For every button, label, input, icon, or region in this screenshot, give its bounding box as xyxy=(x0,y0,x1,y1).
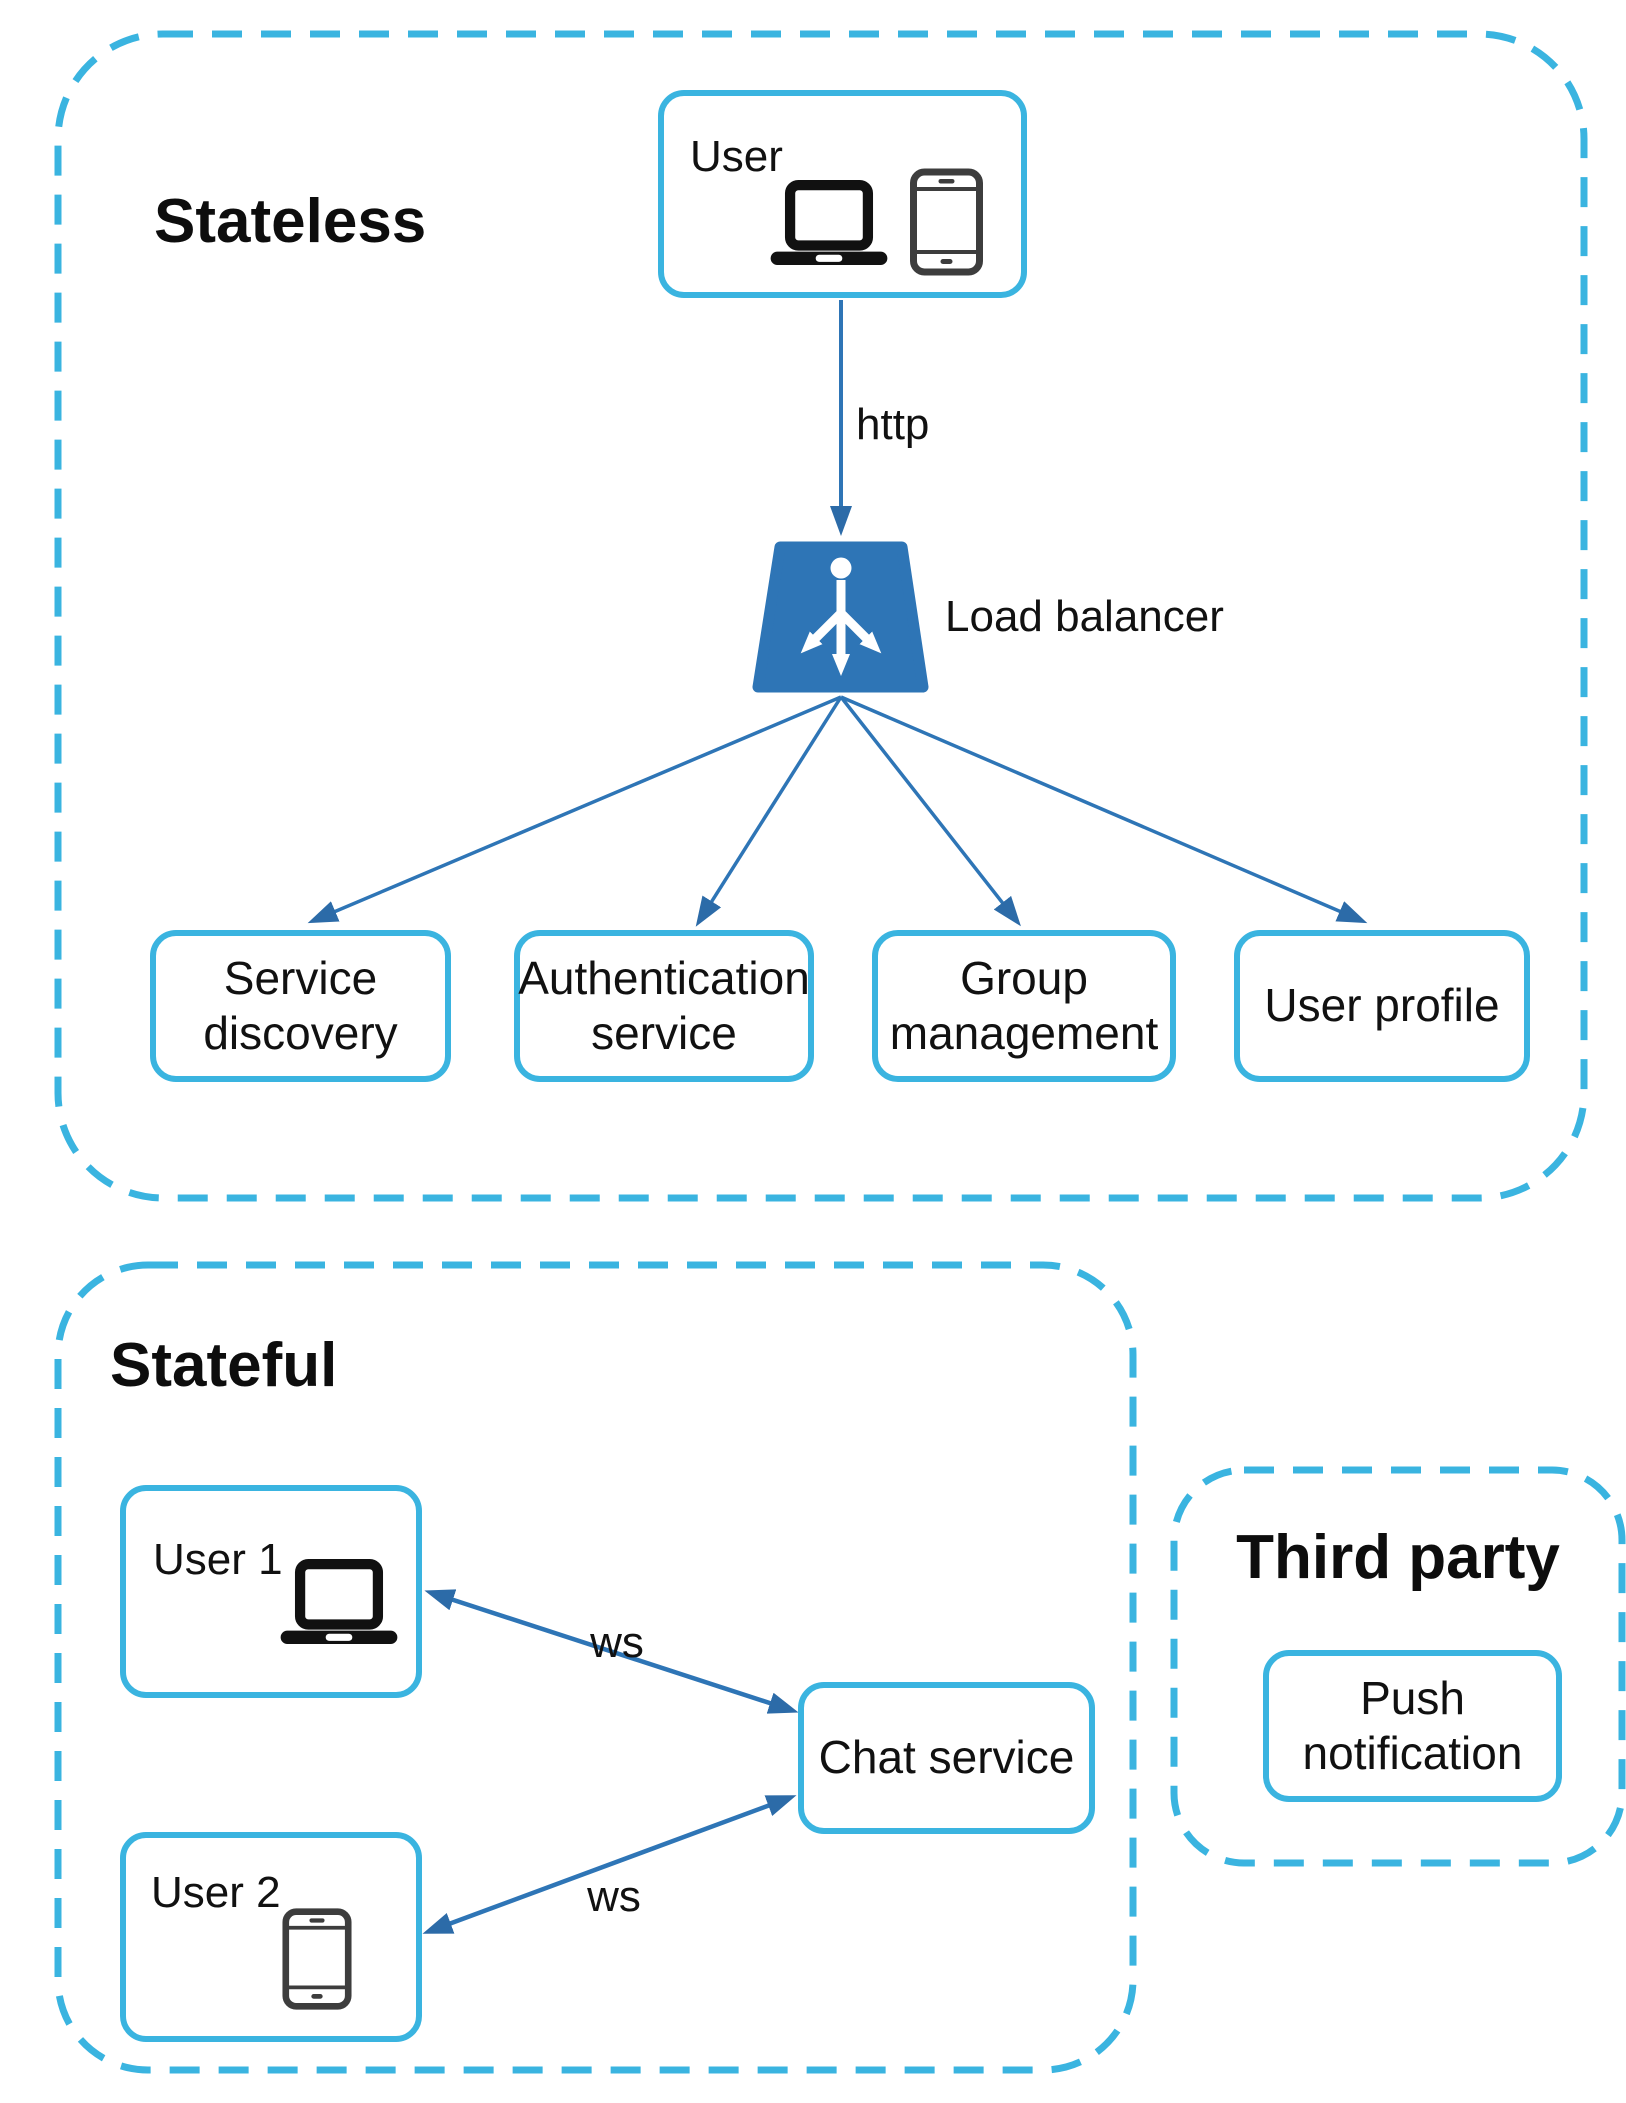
group-management-node: Group management xyxy=(872,930,1176,1082)
http-arrow-label: http xyxy=(856,400,930,449)
authentication-service-node: Authentication service xyxy=(514,930,814,1082)
user-node-label: User xyxy=(690,132,783,181)
laptop-icon xyxy=(770,180,888,265)
push-notification-label: Push notification xyxy=(1302,1671,1523,1779)
smartphone-icon xyxy=(910,168,983,276)
ws-user2-chat-arrow xyxy=(422,1795,797,1934)
load-balancer-glyph-head xyxy=(830,557,852,579)
user1-node-label: User 1 xyxy=(153,1535,283,1584)
lb-to-user-profile-arrow xyxy=(840,695,1368,924)
service-discovery-label: Service discovery xyxy=(203,951,398,1059)
lb-to-group-management-arrow xyxy=(839,695,1021,927)
user-profile-node: User profile xyxy=(1234,930,1530,1082)
laptop-icon xyxy=(280,1559,398,1644)
service-discovery-node: Service discovery xyxy=(150,930,451,1082)
group-management-label: Group management xyxy=(889,951,1159,1059)
load-balancer-label: Load balancer xyxy=(945,592,1224,641)
load-balancer-icon xyxy=(752,541,929,693)
push-notification-node: Push notification xyxy=(1263,1650,1562,1802)
third-party-section-boundary xyxy=(1170,1466,1626,1867)
user2-node: User 2 xyxy=(120,1832,422,2042)
user-node: User xyxy=(658,90,1027,298)
load-balancer-glyph-right-arrow xyxy=(837,609,882,654)
lb-to-service-discovery-arrow xyxy=(307,695,842,924)
user1-node: User 1 xyxy=(120,1485,422,1698)
stateful-section-boundary xyxy=(54,1261,1137,2074)
user-profile-label: User profile xyxy=(1264,979,1500,1032)
stateless-section-title: Stateless xyxy=(154,187,427,256)
authentication-service-label: Authentication service xyxy=(518,951,810,1059)
third-party-section-title: Third party xyxy=(1236,1523,1560,1592)
chat-service-node: Chat service xyxy=(798,1682,1095,1834)
lb-to-authentication-service-arrow xyxy=(695,696,843,927)
chat-service-label: Chat service xyxy=(818,1731,1075,1784)
load-balancer-glyph-left-arrow xyxy=(800,609,845,654)
stateless-section-boundary xyxy=(54,30,1588,1202)
stateful-section-title: Stateful xyxy=(110,1331,338,1400)
ws-user1-label: ws xyxy=(590,1618,644,1667)
ws-user1-chat-arrow xyxy=(424,1589,799,1714)
user2-node-label: User 2 xyxy=(151,1868,281,1917)
smartphone-icon xyxy=(282,1908,352,2010)
ws-user2-label: ws xyxy=(587,1872,641,1921)
